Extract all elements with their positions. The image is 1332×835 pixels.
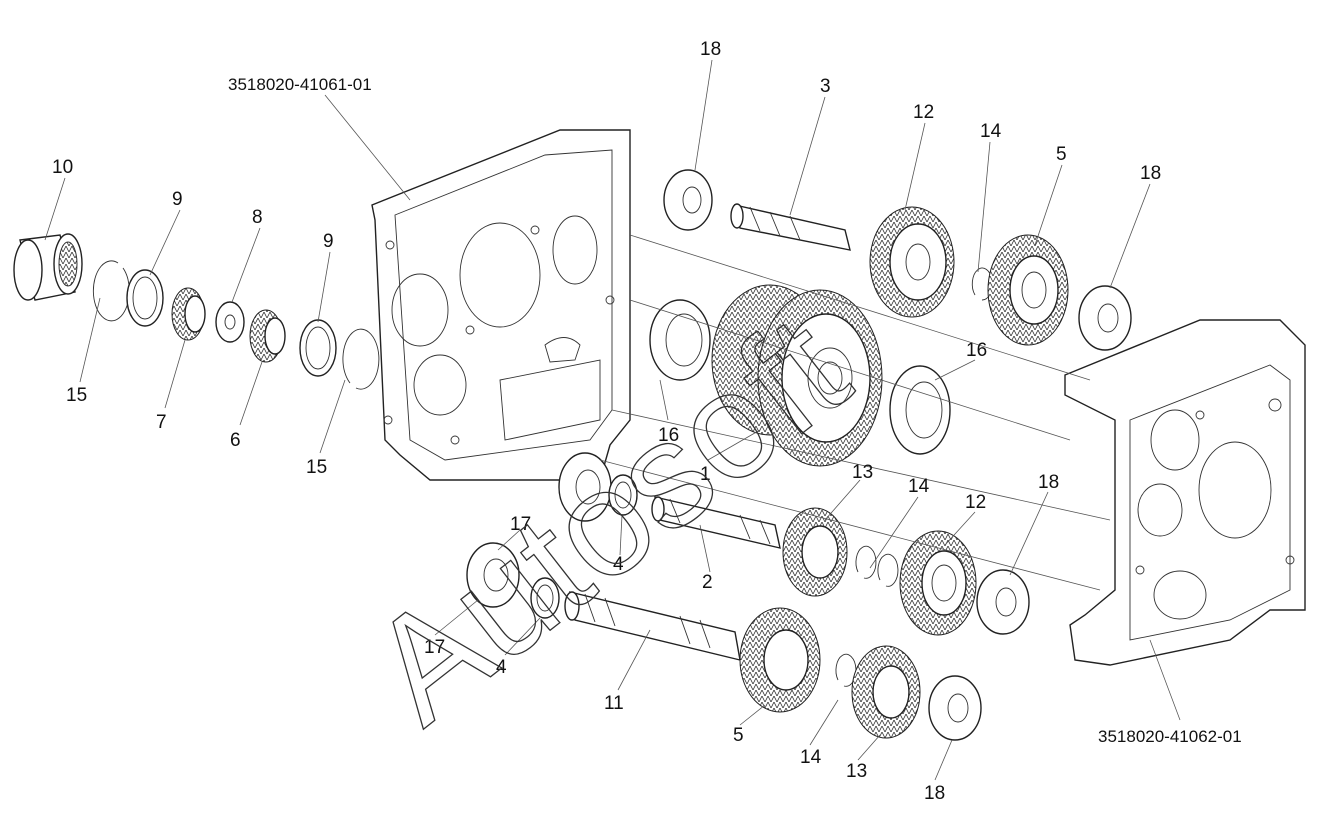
bearing-18-top-right (1078, 285, 1132, 351)
circlips-14-middle (855, 545, 899, 587)
shaft-3 (730, 203, 851, 251)
needle-bearing-10 (13, 233, 83, 301)
label-18-d: 18 (924, 783, 945, 804)
washer-9-left (126, 269, 164, 327)
label-12-a: 12 (913, 102, 934, 123)
circlip-15-left (92, 260, 130, 322)
label-9-b: 9 (323, 231, 334, 252)
label-13-a: 13 (852, 462, 873, 483)
bearing-17 (466, 542, 520, 608)
callout-labels: 3518020-41061-01 3518020-41062-01 18 3 1… (52, 39, 1242, 804)
shaft-2 (651, 496, 781, 549)
label-3: 3 (820, 76, 831, 97)
label-housing-left: 3518020-41061-01 (228, 75, 372, 94)
bearing-16-left (649, 299, 711, 381)
label-16-b: 16 (658, 425, 679, 446)
spacer-4-lower (530, 577, 560, 619)
gear-5-top (987, 234, 1069, 346)
label-11: 11 (604, 693, 624, 714)
washer-8 (215, 301, 245, 343)
circlip-15-right (342, 328, 380, 390)
label-4-a: 4 (613, 554, 624, 575)
right-housing (1064, 319, 1306, 666)
gear-12-top (869, 206, 955, 318)
label-7: 7 (156, 412, 167, 433)
label-12-b: 12 (965, 492, 986, 513)
label-5-b: 5 (733, 725, 744, 746)
label-17-b: 17 (424, 637, 445, 658)
label-8: 8 (252, 207, 263, 228)
label-9-a: 9 (172, 189, 183, 210)
label-2: 2 (702, 572, 713, 593)
label-4-b: 4 (496, 657, 507, 678)
bearing-16-right (889, 365, 951, 455)
label-14-c: 14 (800, 747, 822, 768)
label-18-a: 18 (700, 39, 721, 60)
washer-9-right (299, 319, 337, 377)
label-14-b: 14 (908, 476, 930, 497)
gear-block-1 (711, 284, 883, 467)
leader-lines (44, 59, 1181, 781)
label-13-b: 13 (846, 761, 867, 782)
gear-13-middle (782, 507, 848, 597)
label-16-a: 16 (966, 340, 987, 361)
label-18-c: 18 (1038, 472, 1059, 493)
bearing-18-middle (976, 569, 1030, 635)
gear-5-bottom (739, 607, 821, 713)
label-1: 1 (700, 464, 711, 485)
label-5-a: 5 (1056, 144, 1067, 165)
label-15-a: 15 (66, 385, 87, 406)
needle-cage-7 (171, 287, 206, 341)
label-housing-right: 3518020-41062-01 (1098, 727, 1242, 746)
needle-cage-6 (249, 309, 286, 363)
gear-12-middle (899, 530, 977, 636)
label-6: 6 (230, 430, 241, 451)
label-10: 10 (52, 157, 73, 178)
bearing-18-top-left (663, 169, 713, 231)
gear-13-bottom (851, 645, 921, 739)
label-15-b: 15 (306, 457, 327, 478)
shaft-11 (564, 591, 741, 661)
label-14-a: 14 (980, 121, 1002, 142)
spacer-4-upper (608, 474, 638, 516)
circlip-14-bottom (835, 653, 857, 687)
bearing-18-bottom (928, 675, 982, 741)
label-17-a: 17 (510, 514, 531, 535)
label-18-b: 18 (1140, 163, 1161, 184)
